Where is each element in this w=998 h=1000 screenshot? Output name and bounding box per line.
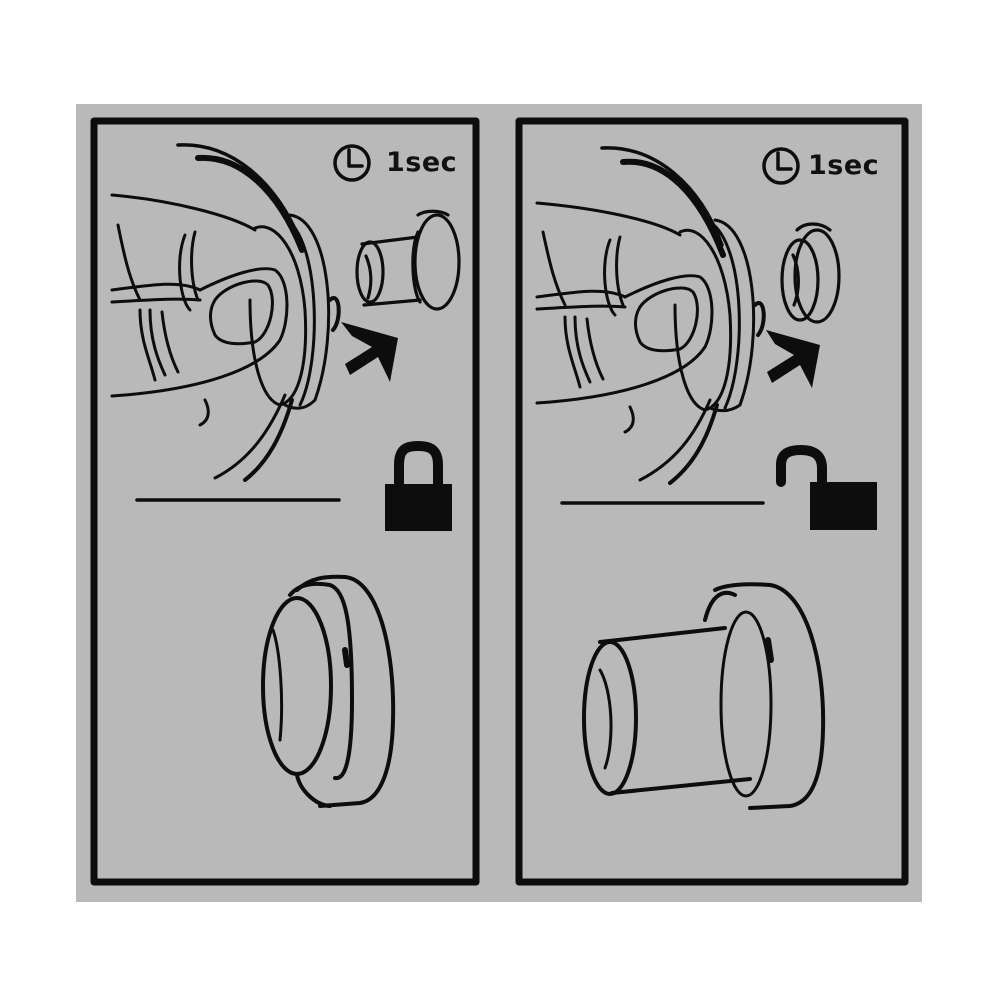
spool-cap-extended-illustration <box>355 209 461 311</box>
timer-label: 1sec <box>808 150 880 181</box>
panel-right-unlocked <box>515 117 909 886</box>
timer-label: 1sec <box>386 147 458 178</box>
clock-icon <box>333 144 371 182</box>
panel-left-locked <box>90 117 480 886</box>
padlock-closed-icon <box>385 441 452 531</box>
spool-cap-extended-illustration <box>582 582 826 810</box>
hand-holding-spool-illustration <box>535 146 766 485</box>
spool-cap-retracted-illustration <box>261 574 396 808</box>
padlock-open-icon <box>776 445 877 530</box>
arrow-icon <box>341 322 398 382</box>
arrow-icon <box>766 330 820 388</box>
spool-cap-retracted-illustration <box>780 222 841 324</box>
hand-holding-spool-illustration <box>110 143 341 482</box>
clock-icon <box>762 147 800 185</box>
